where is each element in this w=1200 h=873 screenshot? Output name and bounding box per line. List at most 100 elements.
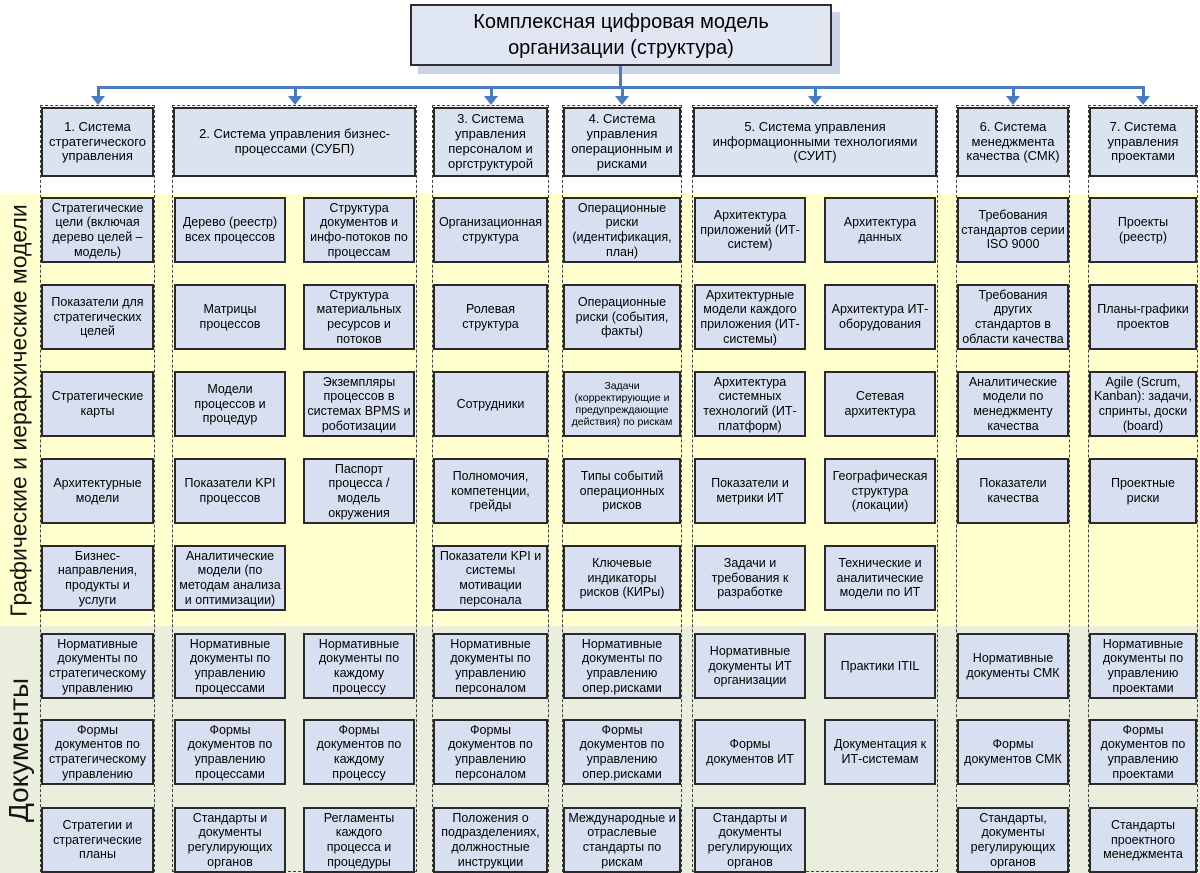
column-quality: 6. Система менеджмента качества (СМК) Тре…	[956, 105, 1070, 873]
column-business-processes: 2. Система управления бизнес-процессами …	[172, 105, 417, 873]
document-box: Формы документов по управлению персонало…	[433, 719, 548, 785]
model-box: Проектные риски	[1089, 458, 1197, 524]
models-band-label-text: Графические и иерархические модели	[5, 203, 32, 617]
model-box: Структура материальных ресурсов и потоко…	[303, 284, 415, 350]
page-title: Комплексная цифровая модель организации …	[473, 11, 769, 59]
document-box: Нормативные документы ИТ организации	[694, 633, 806, 699]
document-box: Нормативные документы СМК	[957, 633, 1069, 699]
column-header-strategy: 1. Система стратегического управления	[41, 107, 154, 177]
document-box: Практики ITIL	[824, 633, 936, 699]
column-header-operational-risks: 4. Система управления операционным и рис…	[563, 107, 681, 177]
model-box: Показатели и метрики ИТ	[694, 458, 806, 524]
model-box: Ролевая структура	[433, 284, 548, 350]
arrow-down-icon	[1006, 96, 1020, 105]
document-box: Нормативные документы по управлению опер…	[563, 633, 681, 699]
model-box: Agile (Scrum, Kanban): задачи, спринты, …	[1089, 371, 1197, 437]
column-it: 5. Система управления информационными те…	[692, 105, 938, 873]
column-header-it: 5. Система управления информационными те…	[693, 107, 937, 177]
document-box: Нормативные документы по управлению проц…	[174, 633, 286, 699]
document-box: Международные и отраслевые стандарты по …	[563, 807, 681, 873]
model-box: Ключевые индикаторы рисков (КИРы)	[563, 545, 681, 611]
model-box: Требования стандартов серии ISO 9000	[957, 197, 1069, 263]
document-box: Документация к ИТ-системам	[824, 719, 936, 785]
model-box: Сетевая архитектура	[824, 371, 936, 437]
model-box: Операционные риски (события, факты)	[563, 284, 681, 350]
model-box: Географическая структура (локации)	[824, 458, 936, 524]
column-header-business-processes: 2. Система управления бизнес-процессами …	[173, 107, 416, 177]
model-box: Структура документов и инфо-потоков по п…	[303, 197, 415, 263]
document-box: Нормативные документы по каждому процесс…	[303, 633, 415, 699]
arrow-down-icon	[288, 96, 302, 105]
model-box: Архитектура данных	[824, 197, 936, 263]
model-box: Технические и аналитические модели по ИТ	[824, 545, 936, 611]
document-box: Формы документов по каждому процессу	[303, 719, 415, 785]
arrow-down-icon	[91, 96, 105, 105]
model-box: Экземпляры процессов в системах BPMS и р…	[303, 371, 415, 437]
column-operational-risks: 4. Система управления операционным и рис…	[562, 105, 682, 873]
document-box: Формы документов по управлению опер.риск…	[563, 719, 681, 785]
connector-drop-4	[621, 86, 624, 97]
model-box: Операционные риски (идентификация, план)	[563, 197, 681, 263]
model-box: Проекты (реестр)	[1089, 197, 1197, 263]
model-box: Показатели KPI процессов	[174, 458, 286, 524]
model-box: Аналитические модели (по методам анализа…	[174, 545, 286, 611]
document-box: Формы документов по управлению проектами	[1089, 719, 1197, 785]
arrow-down-icon	[808, 96, 822, 105]
model-box: Стратегические цели (включая дерево целе…	[41, 197, 154, 263]
arrow-down-icon	[484, 96, 498, 105]
connector-drop-2	[294, 86, 297, 97]
document-box: Формы документов СМК	[957, 719, 1069, 785]
document-box: Стратегии и стратегические планы	[41, 807, 154, 873]
document-box: Регламенты каждого процесса и процедуры	[303, 807, 415, 873]
arrow-down-icon	[615, 96, 629, 105]
model-box: Требования других стандартов в области к…	[957, 284, 1069, 350]
connector-drop-1	[97, 86, 100, 97]
document-box: Стандарты, документы регулирующих органо…	[957, 807, 1069, 873]
document-box: Стандарты проектного менеджмента	[1089, 807, 1197, 873]
document-box: Формы документов ИТ	[694, 719, 806, 785]
connector-stem	[619, 66, 622, 86]
model-box: Паспорт процесса / модель окружения	[303, 458, 415, 524]
column-header-hr: 3. Система управления персоналом и оргст…	[433, 107, 548, 177]
model-box: Показатели KPI и системы мотивации персо…	[433, 545, 548, 611]
model-box: Планы-графики проектов	[1089, 284, 1197, 350]
document-box: Стандарты и документы регулирующих орган…	[174, 807, 286, 873]
model-box: Архитектурные модели каждого приложения …	[694, 284, 806, 350]
model-box: Архитектура ИТ-оборудования	[824, 284, 936, 350]
connector-drop-3	[490, 86, 493, 97]
column-header-projects: 7. Система управления проектами	[1089, 107, 1197, 177]
model-box: Архитектура приложений (ИТ-систем)	[694, 197, 806, 263]
model-box: Аналитические модели по менеджменту каче…	[957, 371, 1069, 437]
documents-band-label: Документы	[0, 626, 38, 873]
model-box: Матрицы процессов	[174, 284, 286, 350]
documents-band-label-text: Документы	[3, 677, 34, 822]
document-box: Нормативные документы по стратегическому…	[41, 633, 154, 699]
document-box: Нормативные документы по управлению прое…	[1089, 633, 1197, 699]
model-box: Задачи и требования к разработке	[694, 545, 806, 611]
column-hr: 3. Система управления персоналом и оргст…	[432, 105, 549, 873]
models-band-label: Графические и иерархические модели	[0, 194, 38, 626]
model-box: Стратегические карты	[41, 371, 154, 437]
document-box: Положения о подразделениях, должностные …	[433, 807, 548, 873]
document-box: Формы документов по стратегическому упра…	[41, 719, 154, 785]
connector-drop-6	[1012, 86, 1015, 97]
column-header-quality: 6. Система менеджмента качества (СМК)	[957, 107, 1069, 177]
model-box: Архитектура системных технологий (ИТ-пла…	[694, 371, 806, 437]
arrow-down-icon	[1136, 96, 1150, 105]
model-box: Сотрудники	[433, 371, 548, 437]
model-box: Дерево (реестр) всех процессов	[174, 197, 286, 263]
model-box: Задачи (корректирующие и предупреждающие…	[563, 371, 681, 437]
model-box: Бизнес-направления, продукты и услуги	[41, 545, 154, 611]
model-box: Типы событий операционных рисков	[563, 458, 681, 524]
model-box: Модели процессов и процедур	[174, 371, 286, 437]
document-box: Стандарты и документы регулирующих орган…	[694, 807, 806, 873]
model-box: Показатели качества	[957, 458, 1069, 524]
model-box: Архитектурные модели	[41, 458, 154, 524]
model-box: Организационная структура	[433, 197, 548, 263]
connector-drop-7	[1142, 86, 1145, 97]
document-box: Нормативные документы по управлению перс…	[433, 633, 548, 699]
diagram-title-box: Комплексная цифровая модель организации …	[410, 4, 832, 66]
